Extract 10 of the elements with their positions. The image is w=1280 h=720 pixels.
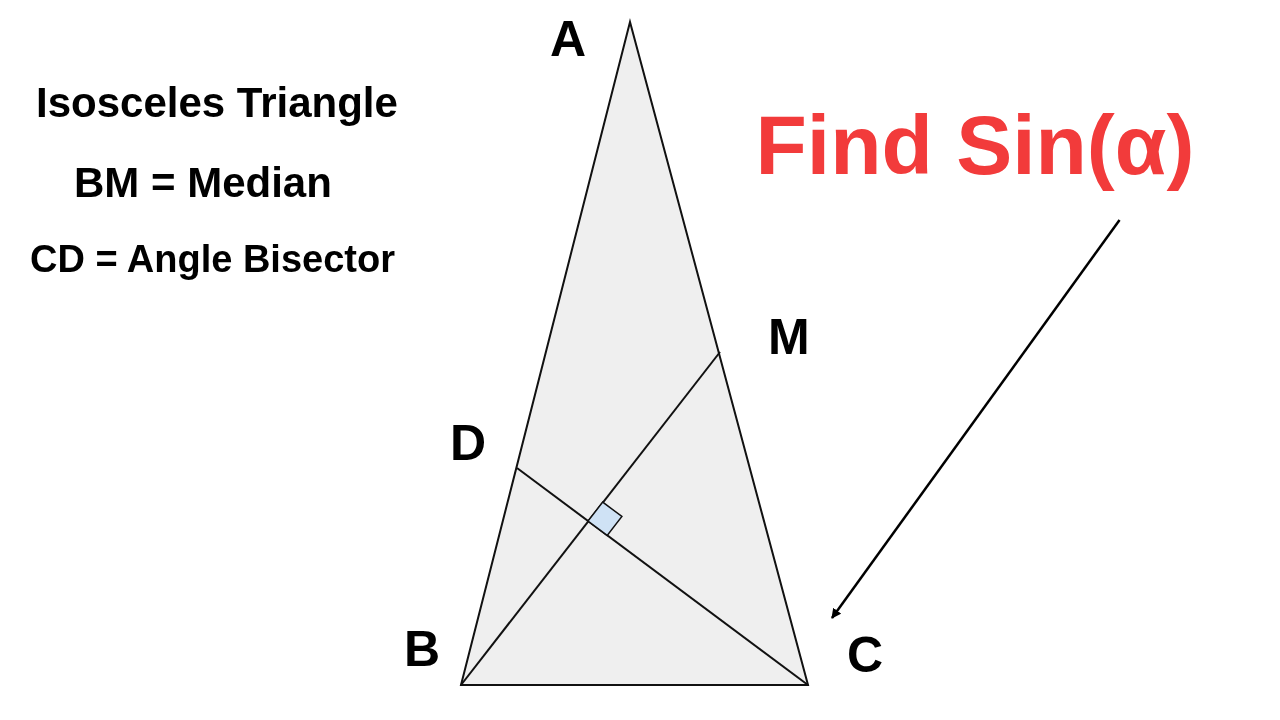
vertex-label: B xyxy=(404,624,441,674)
vertex-label: M xyxy=(768,312,810,362)
arrow xyxy=(831,219,1121,619)
vertex-label: C xyxy=(832,618,898,692)
description-text: CD = Angle Bisector xyxy=(30,240,395,278)
vertex-label: A xyxy=(550,14,587,64)
question-text: Find Sin(α) xyxy=(680,70,1270,220)
description-text: Isosceles Triangle xyxy=(36,82,398,124)
vertex-label: D xyxy=(450,418,487,468)
description-text: BM = Median xyxy=(74,162,332,204)
